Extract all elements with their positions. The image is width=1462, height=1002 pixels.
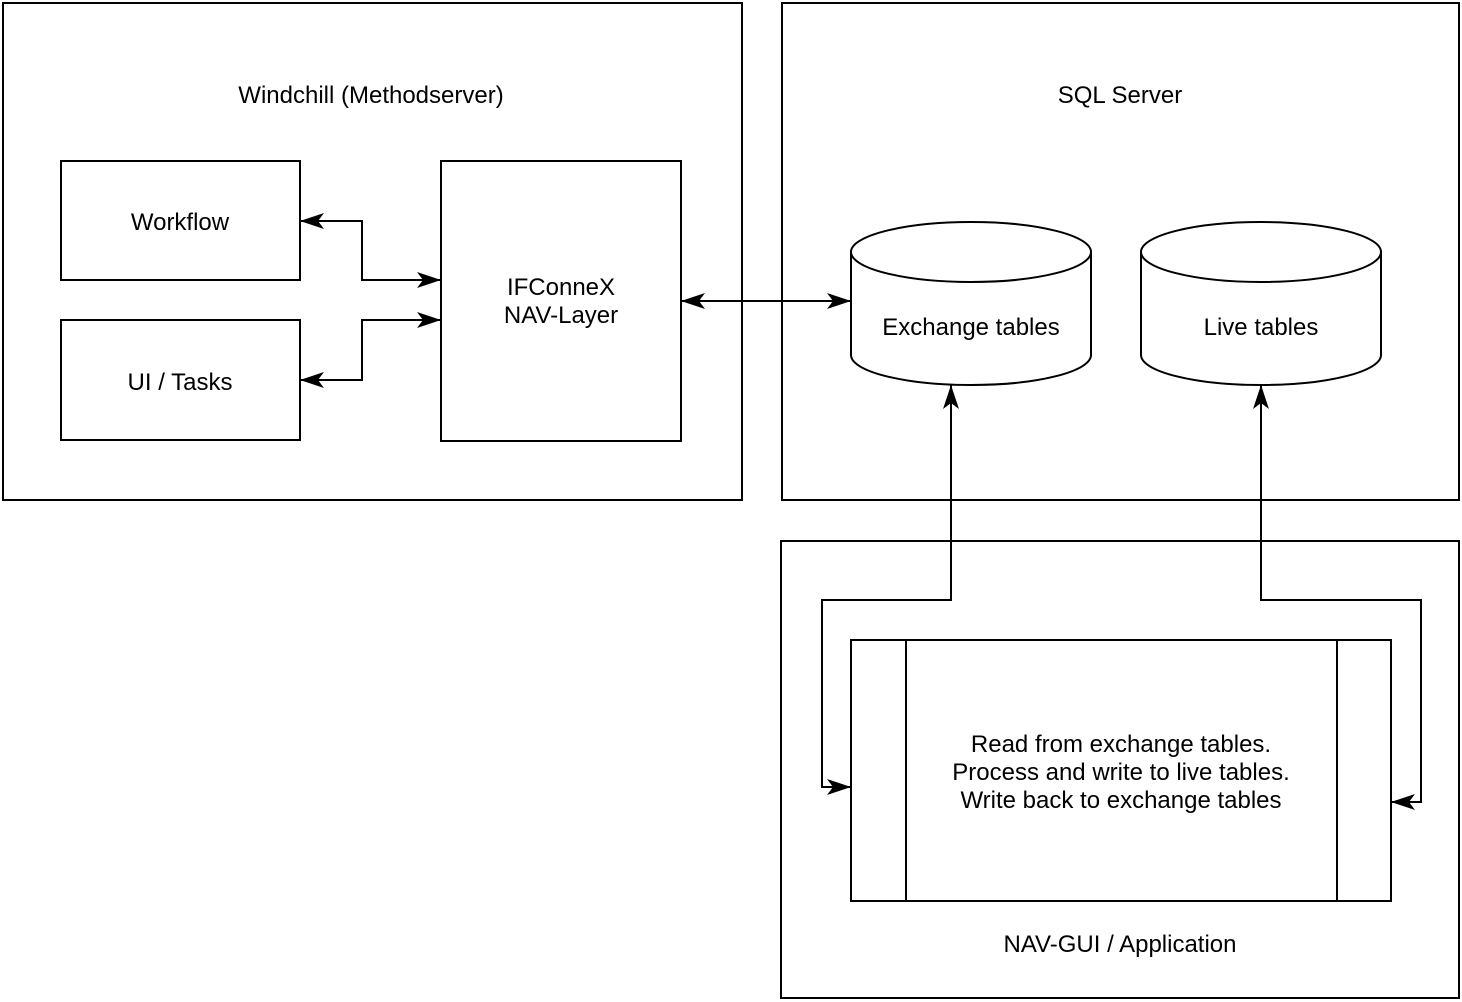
process-label-line2: Process and write to live tables. bbox=[952, 759, 1290, 786]
connector-ui-tasks-ifconnex bbox=[300, 312, 441, 388]
exchange-tables-cylinder: Exchange tables bbox=[850, 221, 1092, 386]
exchange-tables-cylinder-body bbox=[850, 221, 1092, 386]
ifconnex-label-line1: IFConneX bbox=[507, 274, 615, 301]
live-tables-cylinder: Live tables bbox=[1140, 221, 1382, 386]
connector-workflow-ifconnex bbox=[300, 213, 441, 288]
nav-gui-title: NAV-GUI / Application bbox=[1004, 931, 1237, 958]
sql-server-title: SQL Server bbox=[1058, 82, 1183, 109]
live-tables-label: Live tables bbox=[1204, 314, 1319, 341]
process-label-line1: Read from exchange tables. bbox=[971, 731, 1271, 758]
workflow-box bbox=[60, 160, 301, 281]
connector-live-tables-nav-gui bbox=[1253, 385, 1422, 810]
live-tables-cylinder-body bbox=[1140, 221, 1382, 386]
exchange-tables-label: Exchange tables bbox=[882, 314, 1059, 341]
ui-tasks-label: UI / Tasks bbox=[128, 369, 233, 396]
ifconnex-box bbox=[440, 160, 682, 442]
live-tables-cylinder-rim bbox=[1140, 251, 1382, 283]
connector-exchange-tables-nav-gui bbox=[821, 385, 959, 795]
process-label-line3: Write back to exchange tables bbox=[960, 787, 1281, 814]
windchill-title: Windchill (Methodserver) bbox=[238, 82, 503, 109]
workflow-label: Workflow bbox=[131, 209, 230, 236]
exchange-tables-cylinder-rim bbox=[850, 251, 1092, 283]
ifconnex-label-line2: NAV-Layer bbox=[504, 302, 618, 329]
ui-tasks-box bbox=[60, 319, 301, 441]
